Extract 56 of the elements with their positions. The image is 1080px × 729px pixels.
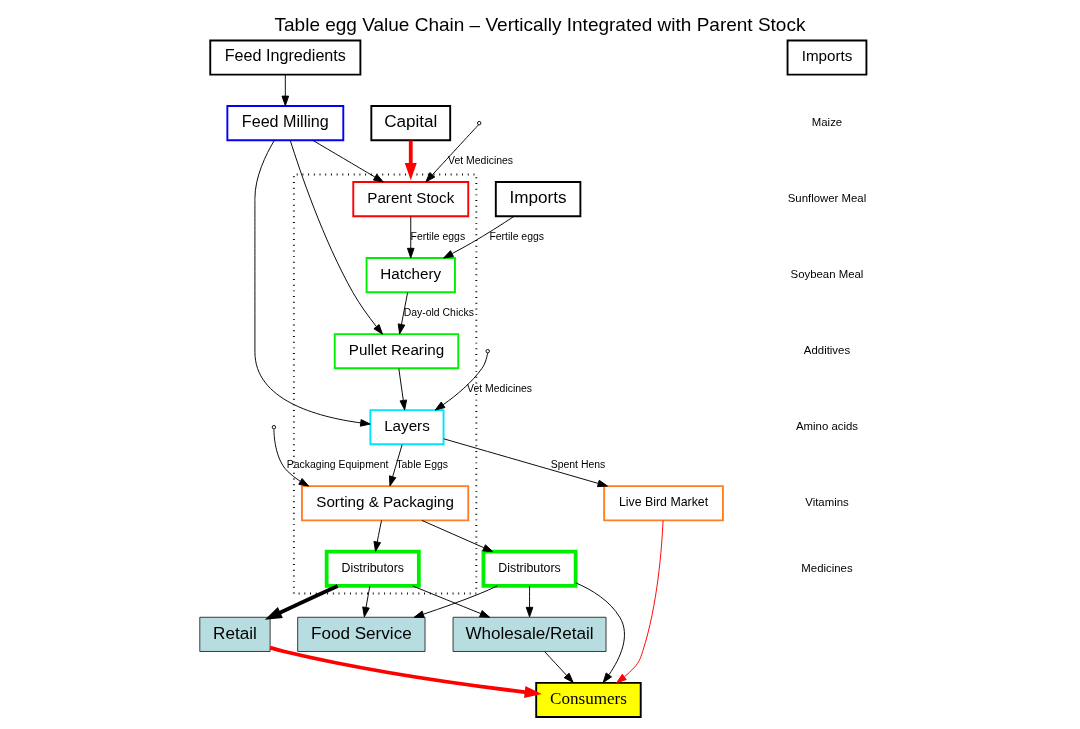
- node-box: Wholesale/Retail: [452, 616, 607, 652]
- arrow: [362, 585, 371, 618]
- arrow: [443, 438, 608, 488]
- arrow: [373, 519, 382, 552]
- arrow: [404, 140, 417, 181]
- node-box: Live Bird Market: [603, 485, 724, 522]
- arrow: [269, 645, 542, 699]
- arrow: [575, 582, 625, 684]
- node-box: Distributors: [481, 549, 578, 588]
- arrow: [397, 292, 409, 335]
- node-box: Feed Ingredients: [209, 39, 362, 76]
- arrow: [312, 139, 384, 183]
- node-box: Layers: [369, 409, 445, 446]
- node-box: Capital: [370, 105, 452, 142]
- node-box: Food Service: [297, 616, 426, 652]
- edge-label: Day-old Chicks: [403, 306, 474, 318]
- arrow: [281, 74, 290, 107]
- arrow: [406, 216, 415, 259]
- arrow: [616, 520, 664, 684]
- arrow: [434, 352, 489, 411]
- node-box: Distributors: [324, 549, 421, 588]
- arrow: [525, 585, 534, 618]
- arrow: [425, 124, 479, 183]
- edge-label: Fertile eggs: [410, 230, 466, 242]
- label: Amino acids: [795, 420, 859, 433]
- label: Soybean Meal: [790, 268, 864, 281]
- arrow: [544, 651, 574, 683]
- label: Medicines: [801, 561, 853, 574]
- edge-label: Vet Medicines: [467, 382, 533, 394]
- edge-label: Table Eggs: [396, 458, 448, 470]
- arrow: [273, 428, 310, 487]
- arrow: [289, 140, 383, 335]
- arrow: [398, 368, 408, 411]
- node-box: Sorting & Packaging: [301, 485, 470, 522]
- edge-label: Fertile eggs: [489, 230, 544, 242]
- arrow: [421, 519, 494, 553]
- arrow: [443, 215, 515, 259]
- label: Sunflower Meal: [787, 192, 867, 205]
- node-box: Retail: [199, 616, 271, 652]
- label: Additives: [803, 344, 851, 357]
- node-box: Imports: [494, 181, 582, 218]
- diagram-title: Table egg Value Chain – Vertically Integrated with Parent Stock: [274, 13, 806, 35]
- arrow: [264, 584, 339, 620]
- node-box: Consumers: [535, 681, 642, 718]
- label: Vitamins: [805, 496, 849, 509]
- node-box: Pullet Rearing: [333, 333, 460, 370]
- label: Maize: [811, 116, 843, 129]
- node-box: Parent Stock: [352, 181, 470, 218]
- node-box: Imports: [786, 39, 868, 76]
- node-box: Feed Milling: [226, 105, 345, 142]
- arrow: [254, 139, 371, 427]
- edge-label: Spent Hens: [550, 458, 606, 470]
- edge-label: Vet Medicines: [448, 154, 514, 166]
- node-box: Hatchery: [365, 257, 456, 294]
- edge-label: Packaging Equipment: [286, 458, 389, 470]
- arrow: [388, 444, 403, 487]
